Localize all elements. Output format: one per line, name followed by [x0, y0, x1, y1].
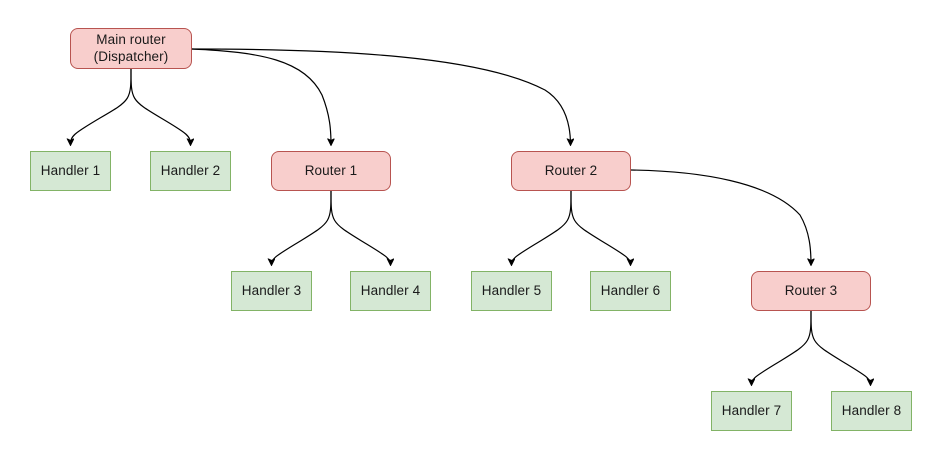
node-handler-1[interactable]: Handler 1 — [30, 151, 111, 191]
node-label: Handler 6 — [600, 282, 661, 298]
node-label: Handler 2 — [160, 162, 221, 178]
edge-router-2-to-handler-5 — [512, 190, 572, 265]
edge-main-router-to-router-1 — [191, 48, 331, 145]
node-label: Handler 1 — [40, 162, 101, 178]
node-router-1[interactable]: Router 1 — [271, 151, 391, 191]
edge-main-router-to-handler-2 — [130, 68, 191, 145]
node-label: Router 2 — [544, 162, 598, 178]
edge-main-router-to-router-2 — [191, 48, 571, 145]
edge-main-router-to-handler-1 — [71, 68, 132, 145]
node-label: Main router (Dispatcher) — [93, 31, 169, 64]
node-label: Router 1 — [304, 162, 358, 178]
edge-router-2-to-handler-6 — [570, 190, 631, 265]
edge-router-3-to-handler-8 — [810, 310, 871, 385]
node-router-2[interactable]: Router 2 — [511, 151, 631, 191]
node-handler-2[interactable]: Handler 2 — [150, 151, 231, 191]
node-main-router[interactable]: Main router (Dispatcher) — [70, 28, 192, 69]
edge-router-2-to-router-3 — [630, 169, 811, 265]
node-label: Router 3 — [784, 282, 838, 298]
edge-router-1-to-handler-4 — [330, 190, 391, 265]
node-label: Handler 7 — [721, 402, 782, 418]
node-label: Handler 8 — [841, 402, 902, 418]
node-handler-8[interactable]: Handler 8 — [831, 391, 912, 431]
edge-router-3-to-handler-7 — [752, 310, 812, 385]
node-handler-6[interactable]: Handler 6 — [590, 271, 671, 311]
node-handler-3[interactable]: Handler 3 — [231, 271, 312, 311]
node-handler-4[interactable]: Handler 4 — [350, 271, 431, 311]
node-handler-7[interactable]: Handler 7 — [711, 391, 792, 431]
node-label: Handler 3 — [241, 282, 302, 298]
node-label: Handler 5 — [481, 282, 542, 298]
edge-router-1-to-handler-3 — [272, 190, 332, 265]
node-handler-5[interactable]: Handler 5 — [471, 271, 552, 311]
node-label: Handler 4 — [360, 282, 421, 298]
node-router-3[interactable]: Router 3 — [751, 271, 871, 311]
